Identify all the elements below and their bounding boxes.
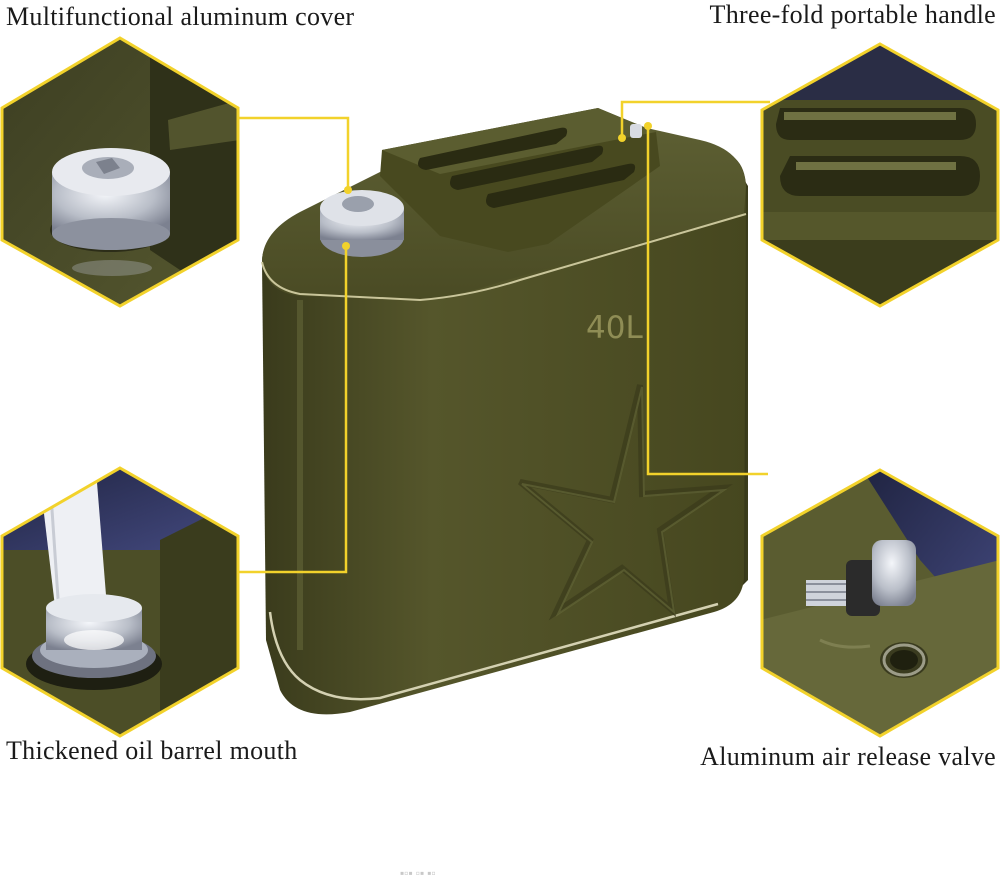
cover-label: Multifunctional aluminum cover [6, 2, 355, 31]
handle-label: Three-fold portable handle [709, 0, 996, 29]
valve-label: Aluminum air release valve [700, 742, 996, 771]
mouth-detail-panel [0, 466, 240, 738]
watermark-fragment: ▪▫▪ ▫▪ ▪▫ [400, 866, 436, 880]
capacity-mark: 40L [586, 310, 643, 346]
valve-detail-panel [760, 468, 1000, 738]
handle-detail-panel [760, 42, 1000, 308]
jerry-can: 40L [261, 108, 748, 715]
mouth-label: Thickened oil barrel mouth [6, 736, 298, 765]
cover-detail-panel [0, 36, 240, 308]
callout-lines [236, 100, 770, 574]
